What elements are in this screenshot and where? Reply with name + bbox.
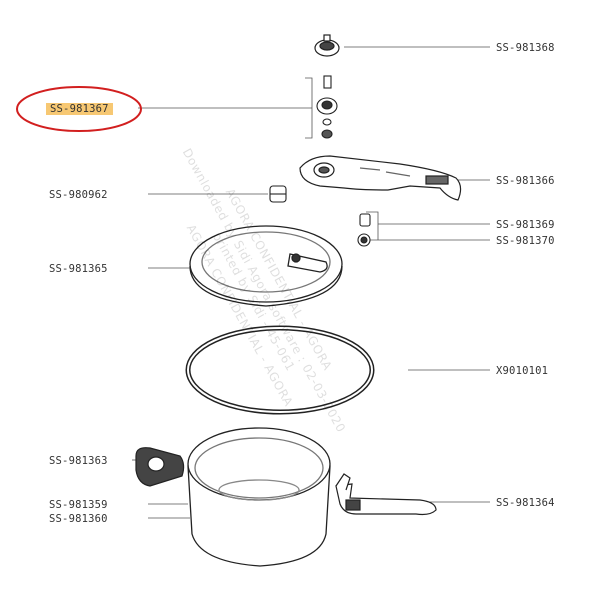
- part-label-lid: SS-981365: [49, 263, 108, 275]
- part-label-pot-a: SS-981359: [49, 499, 108, 511]
- valve-assembly-drawing: [316, 75, 338, 139]
- part-label-small-valve: SS-980962: [49, 189, 108, 201]
- part-label-seal-b: SS-981370: [496, 235, 555, 247]
- pot-drawing: [187, 427, 331, 567]
- gasket-drawing: [185, 325, 375, 415]
- part-label-pot-b: SS-981360: [49, 513, 108, 525]
- lid-drawing: [189, 225, 343, 307]
- small-valve-drawing: [269, 185, 287, 203]
- part-label-long-handle: SS-981364: [496, 497, 555, 509]
- part-label-valve-assembly-highlighted: SS-981367: [46, 103, 113, 115]
- highlight-ring: [16, 86, 142, 132]
- part-label-valve-top: SS-981368: [496, 42, 555, 54]
- part-label-gasket: X9010101: [496, 365, 549, 377]
- side-handle-drawing: [135, 447, 185, 487]
- leader-bracket-ss-981369-981370: [366, 211, 490, 241]
- leader-bracket-ss-981367: [138, 77, 313, 139]
- long-handle-drawing: [335, 473, 437, 516]
- part-label-side-handle: SS-981363: [49, 455, 108, 467]
- part-label-lid-handle: SS-981366: [496, 175, 555, 187]
- lid-handle-drawing: [299, 155, 462, 201]
- seals-drawing: [357, 213, 371, 247]
- valve-cap-drawing: [314, 34, 340, 57]
- part-label-seal-a: SS-981369: [496, 219, 555, 231]
